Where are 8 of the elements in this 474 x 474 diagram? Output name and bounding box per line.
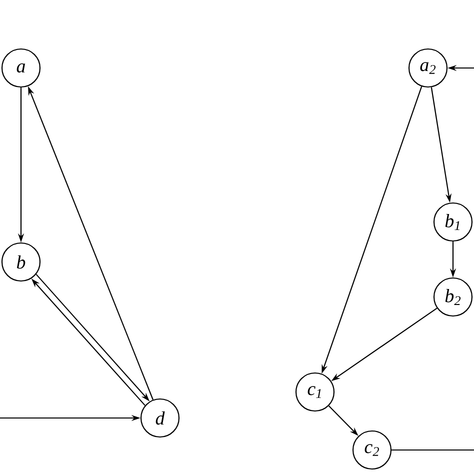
graph-vertex: c$_{1}$ <box>295 372 335 412</box>
graph-vertex: d <box>140 398 180 438</box>
graph-vertex: b$_{2}$ <box>433 277 473 317</box>
graph-vertex: b$_{1}$ <box>433 202 473 242</box>
graph-vertex: c$_{2}$ <box>352 430 392 470</box>
graph-vertex: b <box>1 242 41 282</box>
graph-vertex: a <box>1 48 41 88</box>
graph-vertex: a$_{2}$ <box>408 48 448 88</box>
